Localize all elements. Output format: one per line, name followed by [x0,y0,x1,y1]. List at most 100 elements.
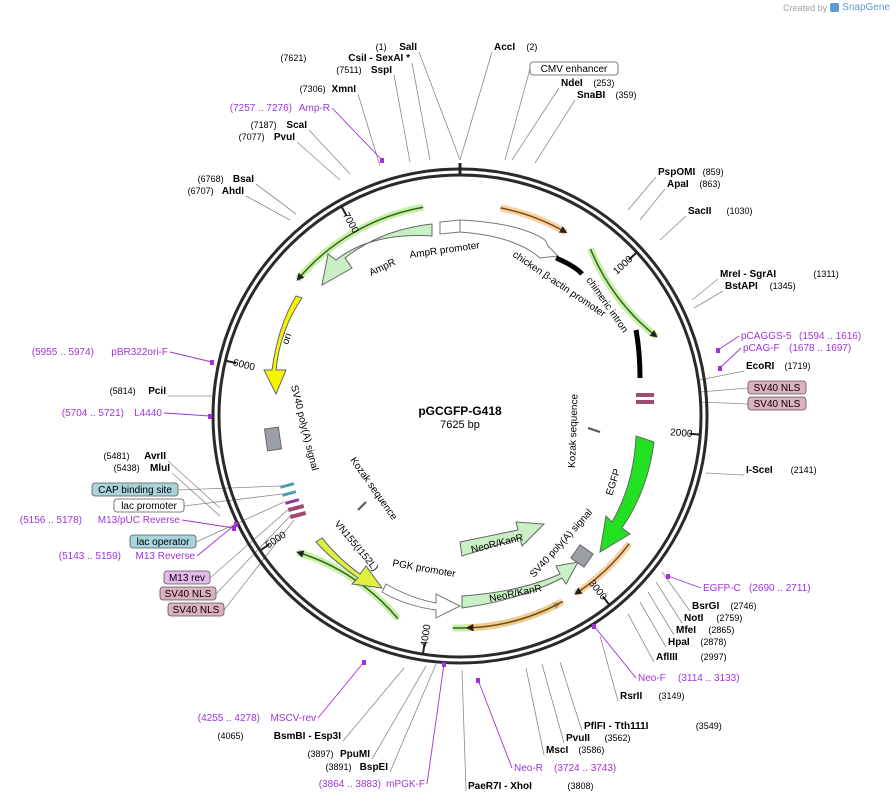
restriction-site: CsiI - SexAI *(7621) [280,53,410,64]
primer-mark [718,366,722,371]
outer-arrows [294,203,659,632]
credit-prefix: Created by [783,2,828,13]
restriction-site: PpuMI(3897) [307,749,370,760]
credit-brand: SnapGene [842,2,890,13]
feature-box [129,534,197,549]
site-name: MfeI [676,625,696,636]
primer-label: pCAGGS-5(1594 .. 1616) [741,331,861,342]
credit-watermark: Created by SnapGene [783,2,890,13]
primer-name: M13 Reverse [136,551,196,562]
primer-label: EGFP-C(2690 .. 2711) [703,583,811,594]
primer-mark [208,414,212,419]
site-name: I-SceI [746,465,773,476]
connector [627,176,657,211]
site-name: PvuII [566,733,590,744]
site-name: BsaI [233,174,254,185]
site-position: (5481) [103,451,129,461]
primer-label: M13 Reverse(5143 .. 5159) [59,551,196,562]
ruler-tick-label: 4000 [419,623,433,647]
connector [245,195,291,221]
restriction-site: MfeI (2865) [676,625,734,636]
restriction-site: SnaBI(359) [577,90,637,101]
primer-mark [232,526,236,531]
site-position: (2997) [701,652,727,662]
primer-connector [593,625,637,679]
connector [342,667,405,742]
chimeric-intron-arc [555,255,584,276]
primer-range: (1594 .. 1616) [799,331,861,342]
ruler-tick [259,543,270,552]
site-position: (2865) [708,625,734,635]
feature-box-text: lac promoter [121,501,177,512]
site-position: (3586) [578,745,604,755]
primer-connector [331,107,383,161]
primer-mark [666,574,670,579]
vn155-outer-arrow [296,548,401,621]
site-position: (3549) [696,721,722,731]
feature-box-label: CMV enhancer [529,61,619,76]
feature-box-text: lac operator [137,537,190,548]
primer-name: mPGK-F [386,779,425,790]
label-ampr: AmpR [368,257,398,279]
ruler-tick [601,595,611,606]
primer-connector [196,523,237,557]
label-pgk: PGK promoter [391,558,457,580]
restriction-site: AhdI(6707) [188,186,245,197]
label-neor-2: NeoR/KanR [488,583,542,605]
polya-outer-arrow-line [465,600,564,632]
site-position: (3897) [307,749,333,759]
site-name: BstAPI [725,281,758,292]
restriction-site: HpaI(2878) [668,637,726,648]
site-position: (3891) [325,762,351,772]
site-name: AhdI [222,186,244,197]
connector [699,370,745,381]
primer-mark [380,158,384,163]
site-name: CsiI - SexAI * [348,53,410,64]
connector [418,51,461,161]
site-name: PvuI [274,132,295,143]
ruler-tick [225,359,237,365]
connector [357,93,381,167]
vn155-outer-arrow-line [296,550,399,620]
restriction-site: SacII(1030) [688,206,753,217]
feature-box-label: CAP binding site [91,482,179,497]
ruler-tick [421,643,426,655]
connector [559,661,583,732]
restriction-site: BsmBI - Esp3I(4065) [217,731,341,742]
site-position: (5814) [110,386,136,396]
restriction-site: ApaI(863) [667,179,720,190]
restriction-site: PciI (5814) [110,386,167,397]
connector [308,129,351,175]
primer-connector [426,663,445,785]
primer-connector [667,575,702,589]
site-position: (2746) [731,601,757,611]
site-position: (1345) [770,281,796,291]
primer-connector [317,661,365,719]
site-name: MluI [150,463,170,474]
site-name: PciI [148,386,166,397]
label-vn155: VN155(I152L) [332,519,380,574]
primer-connector [181,519,235,529]
kozak-right-mark [587,427,601,433]
site-position: (7077) [239,132,265,142]
connector [599,635,619,702]
connector [296,141,341,181]
vn155-arrow [315,537,384,589]
ruler-tick [340,205,348,217]
primer-mark [716,348,720,353]
neor-arrow-1 [459,521,546,557]
site-position: (1719) [785,361,811,371]
site-position: (1311) [813,269,838,279]
site-name: NotI [684,613,704,624]
connector [393,74,411,163]
site-name: PaeR7I - XhoI [468,781,532,792]
restriction-site: MscI(3586) [546,745,604,756]
connector [525,667,545,756]
feature-box [529,61,619,76]
primer-range: (3114 .. 3133) [678,673,740,684]
sv40-nls-mark-1 [636,393,654,397]
site-name: ScaI [286,120,307,131]
site-position: (253) [593,78,614,88]
primer-range: (3724 .. 3743) [554,763,616,774]
label-ampr-promoter: AmpR promoter [409,240,481,261]
